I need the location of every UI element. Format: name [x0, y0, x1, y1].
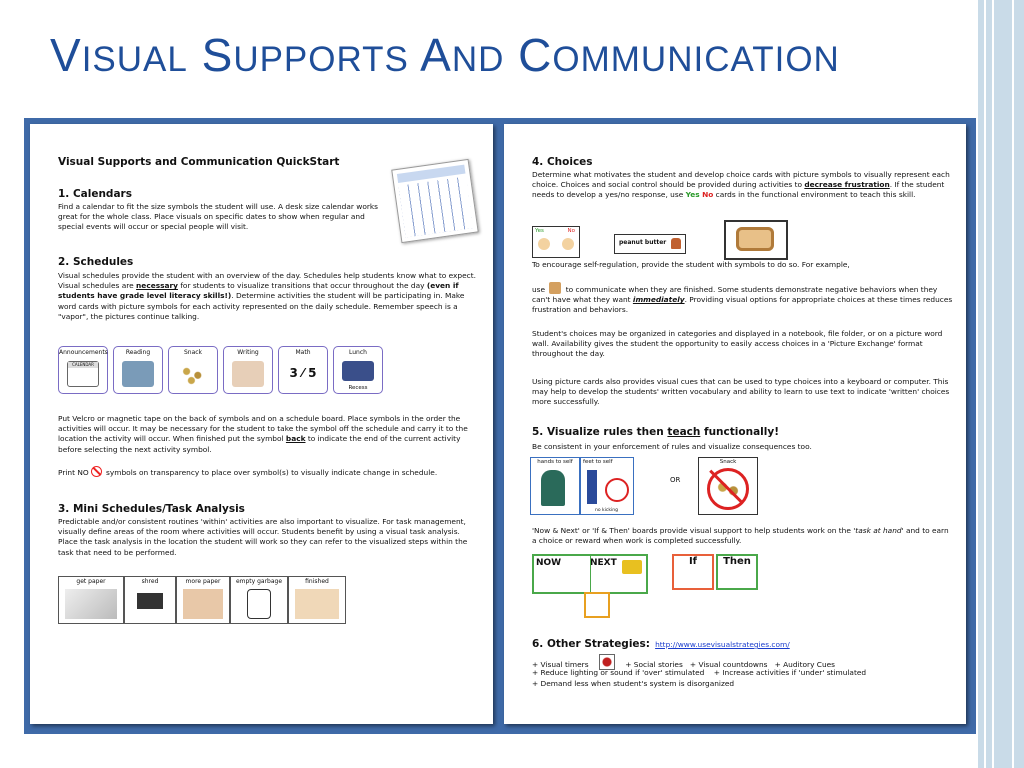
reward-card [584, 592, 610, 618]
schedule-card: Reading [113, 346, 163, 394]
schedules-text-3: Print NO symbols on transparency to plac… [58, 466, 438, 477]
doc-title: Visual Supports and Communication QuickS… [58, 156, 340, 168]
mini-text: Predictable and/or consistent routines '… [58, 517, 468, 557]
strategies-link[interactable]: http://www.usevisualstrategies.com/ [655, 640, 790, 649]
finished-icon [549, 282, 562, 294]
other-line-1: + Visual timers + Social stories + Visua… [532, 654, 954, 670]
slide-title: VISUAL SUPPORTS AND COMMUNICATION [50, 28, 840, 82]
decorative-stripes [978, 0, 1024, 768]
other-line-2: + Reduce lighting or sound if 'over' sti… [532, 668, 867, 677]
schedule-card: Snack [168, 346, 218, 394]
now-next-board: NOW NEXT [532, 554, 648, 594]
calendar-image [391, 158, 479, 244]
left-page: Visual Supports and Communication QuickS… [30, 124, 493, 724]
schedules-heading: 2. Schedules [58, 256, 134, 268]
task-card: more paper [176, 576, 230, 624]
schedule-card: Writing [223, 346, 273, 394]
choices-p3: use to communicate when they are finishe… [532, 282, 954, 316]
timer-icon [598, 654, 615, 670]
snack-no-card: Snack [698, 457, 758, 515]
rules-heading: 5. Visualize rules then teach functional… [532, 426, 779, 438]
choices-p4: Student's choices may be organized in ca… [532, 329, 943, 359]
or-label: OR [670, 476, 681, 484]
other-line-3: + Demand less when student's system is d… [532, 679, 735, 688]
task-card: shred [124, 576, 176, 624]
schedules-text-2: Put Velcro or magnetic tape on the back … [58, 414, 468, 454]
right-page: 4. Choices Determine what motivates the … [504, 124, 966, 724]
task-cards: get paper shred more paper empty garbage… [58, 576, 346, 624]
calendars-text: Find a calendar to fit the size symbols … [58, 202, 379, 232]
choices-text: Determine what motivates the student and… [532, 170, 950, 200]
task-card: finished [288, 576, 346, 624]
schedules-text: Visual schedules provide the student wit… [58, 271, 476, 321]
hands-to-self-card: hands to self [530, 457, 580, 515]
rules-p2: 'Now & Next' or 'If & Then' boards provi… [532, 526, 949, 546]
choices-p5: Using picture cards also provides visual… [532, 377, 950, 407]
task-card: empty garbage [230, 576, 288, 624]
mini-heading: 3. Mini Schedules/Task Analysis [58, 503, 245, 515]
task-card: get paper [58, 576, 124, 624]
sandwich-card [724, 220, 788, 260]
if-then-board: If Then [672, 554, 758, 590]
choices-heading: 4. Choices [532, 156, 593, 168]
rules-text: Be consistent in your enforcement of rul… [532, 442, 812, 451]
yes-no-card: Yes No [532, 226, 580, 258]
choices-p2: To encourage self-regulation, provide th… [532, 260, 850, 269]
no-symbol-icon [90, 466, 102, 477]
other-heading-row: 6. Other Strategies: http://www.usevisua… [532, 638, 790, 650]
document-image: Visual Supports and Communication QuickS… [24, 118, 976, 734]
calendars-heading: 1. Calendars [58, 188, 132, 200]
feet-to-self-card: feet to self no kicking [580, 457, 634, 515]
title-text: VISUAL SUPPORTS AND COMMUNICATION [50, 29, 840, 81]
peanut-butter-card: peanut butter [614, 234, 686, 254]
